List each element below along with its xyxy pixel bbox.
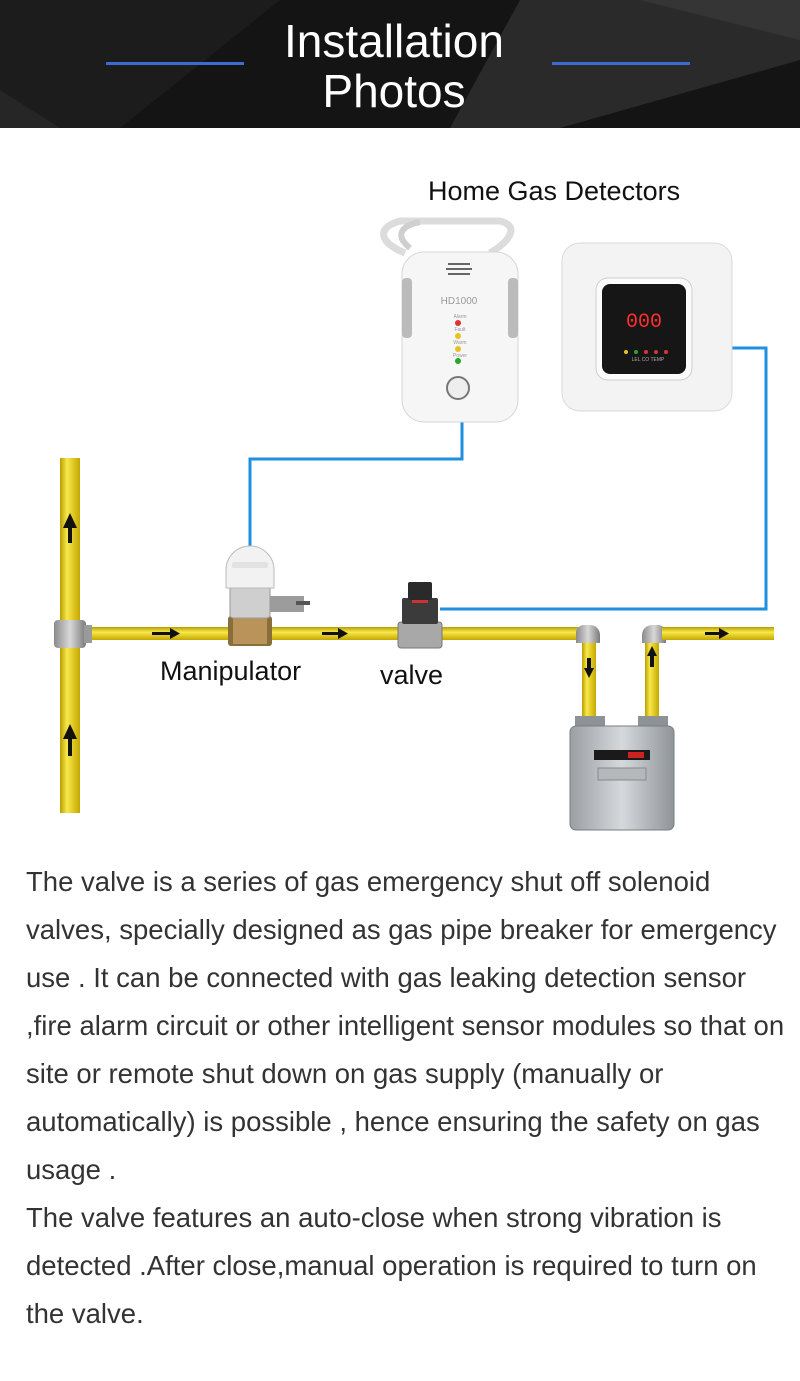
arrow-right-icon [152, 628, 180, 639]
arrow-down-icon [584, 658, 594, 678]
gas-detector-hd1000: HD1000 Alarm Fault Warm Power [380, 217, 519, 423]
arrow-right-icon [705, 628, 729, 639]
solenoid-valve-device [397, 582, 443, 649]
description-text: The valve is a series of gas emergency s… [26, 858, 788, 1338]
manipulator-label: Manipulator [160, 656, 302, 686]
header-left-rule [106, 62, 244, 65]
manipulator-device [225, 545, 310, 646]
detector-model-label: HD1000 [441, 296, 478, 307]
t-joint [54, 620, 86, 648]
arrow-up-icon [63, 724, 77, 756]
detector-indicator-power: Power [453, 353, 468, 359]
gas-detector-digital: 000 LEL CO TEMP [561, 242, 733, 412]
title-line-2: Photos [322, 65, 466, 117]
meter-outlet-pipe [645, 638, 659, 718]
header-banner: Installation Photos [0, 0, 800, 128]
description-paragraph-2: The valve features an auto-close when st… [26, 1202, 757, 1329]
detector-indicator-warm: Warm [453, 340, 466, 346]
control-wires [248, 346, 768, 611]
detector-display-legend: LEL CO TEMP [632, 357, 665, 363]
page-title: Installation Photos [250, 16, 538, 116]
header-right-rule [552, 62, 690, 65]
description-paragraph-1: The valve is a series of gas emergency s… [26, 866, 785, 1185]
installation-diagram: HD1000 Alarm Fault Warm Power 000 LEL CO… [0, 128, 800, 848]
detector-display-value: 000 [626, 311, 662, 334]
detectors-label: Home Gas Detectors [428, 176, 681, 206]
arrow-up-icon [63, 513, 77, 543]
arrow-right-icon [322, 628, 348, 639]
arrow-up-icon [647, 646, 657, 667]
gas-meter [569, 716, 675, 831]
detector-indicator-alarm: Alarm [453, 314, 466, 320]
detector-indicator-fault: Fault [454, 327, 466, 333]
valve-label: valve [380, 660, 444, 690]
diagram-illustration: HD1000 Alarm Fault Warm Power 000 LEL CO… [54, 217, 774, 831]
title-line-1: Installation [284, 15, 504, 67]
